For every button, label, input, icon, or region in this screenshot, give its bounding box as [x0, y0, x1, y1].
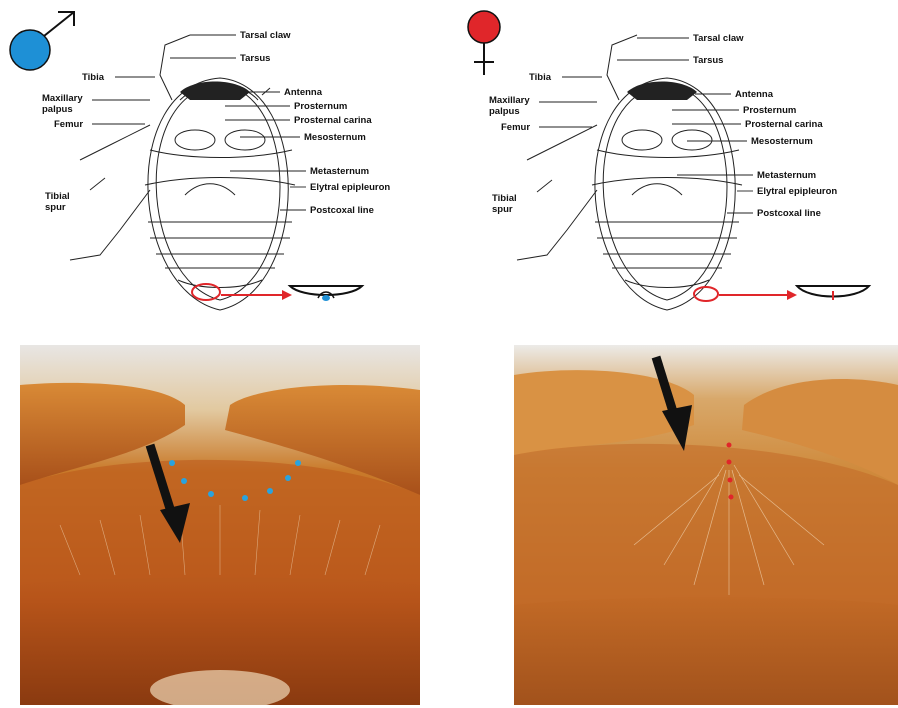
- detail-arrow: [221, 290, 292, 300]
- label-postcoxal-line: Postcoxal line: [310, 205, 374, 216]
- label-postcoxal-line: Postcoxal line: [757, 208, 821, 219]
- label-femur: Femur: [501, 122, 530, 133]
- male-ventral-diagram: Tarsal claw Tarsus Tibia Antenna Maxilla…: [0, 0, 449, 330]
- label-tarsus: Tarsus: [693, 55, 723, 66]
- label-antenna: Antenna: [735, 89, 774, 100]
- label-prosternal-carina: Prosternal carina: [294, 115, 372, 126]
- male-abdomen-tip-detail: [290, 286, 362, 301]
- label-tibia: Tibia: [82, 72, 105, 83]
- label-prosternal-carina: Prosternal carina: [745, 119, 823, 130]
- label-maxillary-palpus-line2: palpus: [489, 106, 520, 117]
- label-mesosternum: Mesosternum: [751, 136, 813, 147]
- label-antenna: Antenna: [284, 87, 323, 98]
- label-maxillary-palpus-line1: Maxillary: [42, 93, 83, 104]
- label-tarsal-claw: Tarsal claw: [240, 30, 291, 41]
- label-femur: Femur: [54, 119, 83, 130]
- female-ventral-diagram: Tarsal claw Tarsus Tibia Antenna Maxilla…: [449, 0, 898, 330]
- label-tarsus: Tarsus: [240, 53, 270, 64]
- label-tibia: Tibia: [529, 72, 552, 83]
- label-tibial-spur-line1: Tibial: [45, 191, 70, 202]
- detail-arrow: [719, 290, 797, 300]
- label-metasternum: Metasternum: [757, 170, 816, 181]
- label-tibial-spur-line2: spur: [492, 204, 513, 215]
- label-tibial-spur-line1: Tibial: [492, 193, 517, 204]
- male-abdomen-photo: [20, 345, 420, 705]
- label-metasternum: Metasternum: [310, 166, 369, 177]
- label-maxillary-palpus-line1: Maxillary: [489, 95, 530, 106]
- label-prosternum: Prosternum: [743, 105, 796, 116]
- label-prosternum: Prosternum: [294, 101, 347, 112]
- female-symbol-icon: [468, 11, 500, 75]
- label-mesosternum: Mesosternum: [304, 132, 366, 143]
- label-tibial-spur-line2: spur: [45, 202, 66, 213]
- label-elytral-epipleuron: Elytral epipleuron: [757, 186, 837, 197]
- leader-lines: [90, 35, 306, 210]
- male-symbol-icon: [10, 12, 74, 70]
- label-tarsal-claw: Tarsal claw: [693, 33, 744, 44]
- female-abdomen-tip-detail: [797, 286, 869, 300]
- label-maxillary-palpus-line2: palpus: [42, 104, 73, 115]
- label-elytral-epipleuron: Elytral epipleuron: [310, 182, 390, 193]
- female-abdomen-photo: [514, 345, 898, 705]
